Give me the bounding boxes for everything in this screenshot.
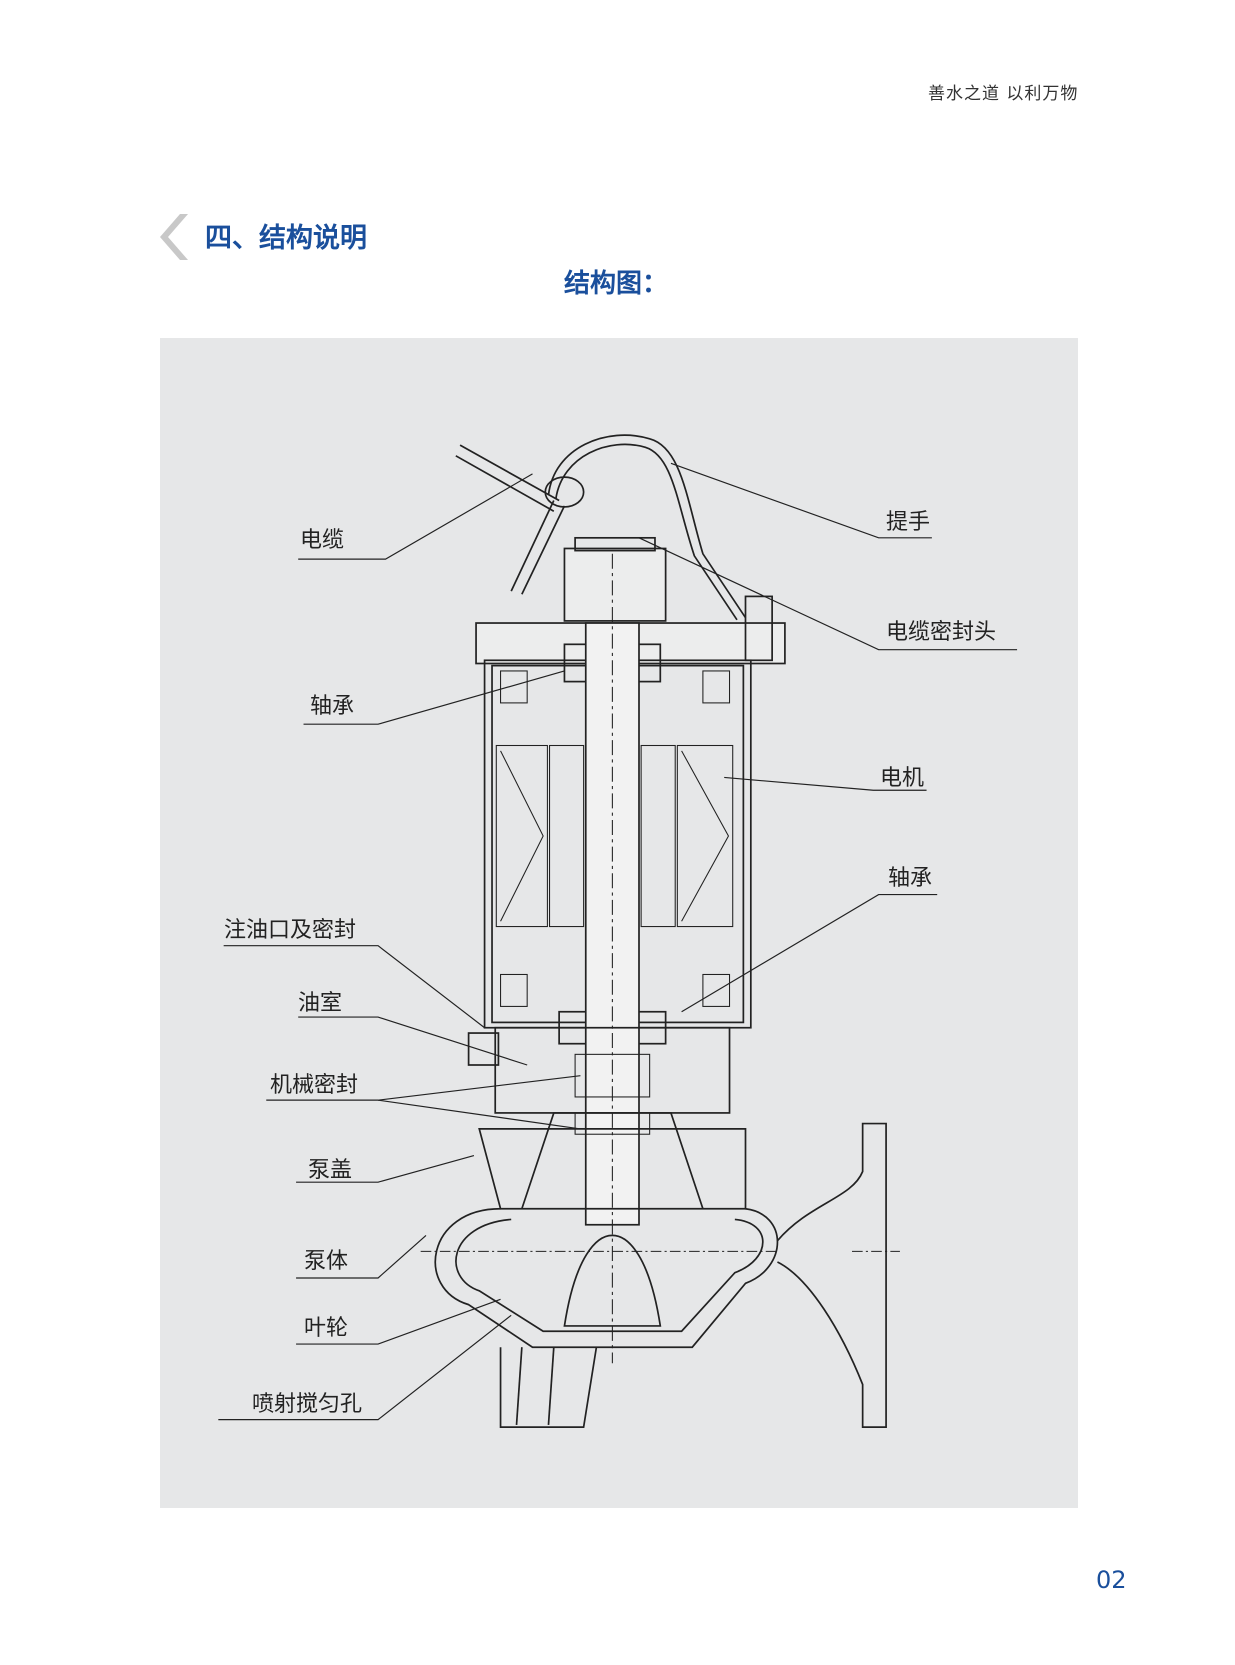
- label-jet-mixing-hole: 喷射搅匀孔: [252, 1392, 363, 1417]
- base-legs-drawing: [499, 1347, 598, 1428]
- cable-drawing: [455, 444, 566, 595]
- cable-gland-drawing: [563, 547, 667, 622]
- page-number: 02: [1096, 1566, 1127, 1594]
- label-cable-seal-head: 电缆密封头: [886, 620, 997, 645]
- label-oil-chamber: 油室: [298, 991, 343, 1016]
- figure-title: 结构图：: [564, 269, 669, 299]
- chevron-left-icon: [160, 214, 188, 260]
- label-bearing-top: 轴承: [310, 694, 355, 719]
- label-pump-body: 泵体: [304, 1249, 349, 1274]
- handle-drawing: [547, 434, 747, 619]
- mechanical-seal-drawing: [574, 1053, 651, 1098]
- label-pump-cover: 泵盖: [308, 1158, 353, 1183]
- outlet-drawing: [776, 1122, 887, 1428]
- leader-lines: [218, 462, 1018, 1421]
- label-bearing-bottom: 轴承: [888, 866, 933, 891]
- pump-body-drawing: [434, 1207, 779, 1349]
- label-cable: 电缆: [300, 528, 345, 553]
- label-handle: 提手: [886, 510, 931, 535]
- label-mechanical-seal: 机械密封: [270, 1073, 359, 1098]
- header-motto: 善水之道 以利万物: [928, 84, 1079, 104]
- label-impeller: 叶轮: [304, 1316, 349, 1341]
- stator-drawing: [495, 670, 734, 1007]
- section-title: 四、结构说明: [205, 223, 367, 254]
- label-oil-filler-seal: 注油口及密封: [224, 918, 357, 943]
- impeller-drawing: [563, 1234, 662, 1327]
- label-motor: 电机: [880, 766, 925, 791]
